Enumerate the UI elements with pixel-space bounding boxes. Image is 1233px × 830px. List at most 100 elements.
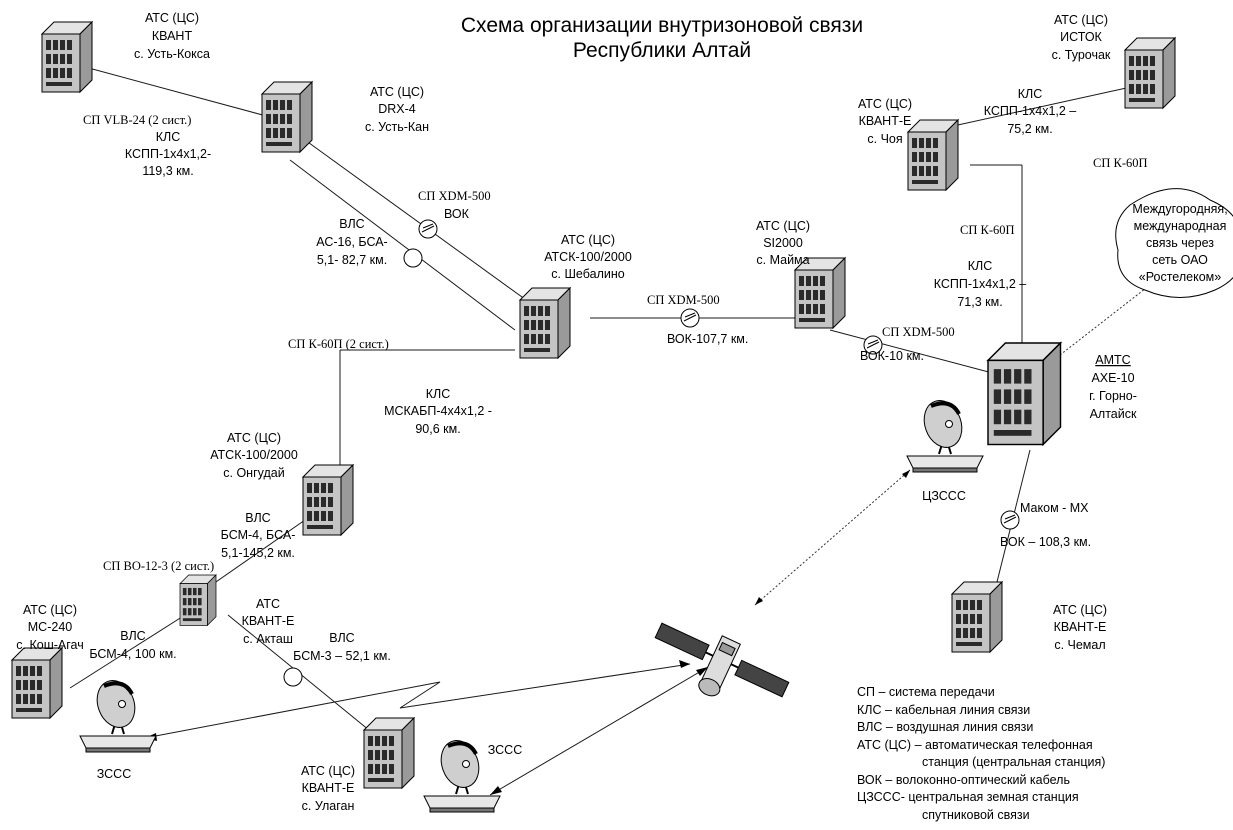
satellite-icon [654, 622, 790, 698]
link-label-kls-koksa-kan: КЛС КСПП-1х4х1,2- 119,3 км. [125, 130, 211, 178]
svg-text:КЛС: КЛС [156, 130, 181, 144]
svg-text:КВАНТ: КВАНТ [152, 29, 193, 43]
svg-text:КВАНТ-Е: КВАНТ-Е [1054, 620, 1107, 634]
svg-text:КВАНТ-Е: КВАНТ-Е [859, 114, 912, 128]
link-label-kls-turochak: КЛС КСПП-1х4х1,2 – 75,2 км. [984, 87, 1077, 136]
svg-text:КСПП-1х4х1,2 –: КСПП-1х4х1,2 – [934, 277, 1027, 291]
server-icon-chemal [951, 581, 1003, 653]
server-icon-ust-koksa [41, 21, 93, 93]
link-label-sp-k60p-rostelecom: СП К-60П [1093, 156, 1148, 170]
legend-item: станция (центральная станция) [922, 755, 1105, 769]
link-label-vok-108: ВОК – 108,3 км. [1000, 535, 1091, 549]
legend-item: КЛС – кабельная линия связи [857, 703, 1030, 717]
server-icon-turochak [1124, 37, 1176, 109]
svg-text:с. Чемал: с. Чемал [1054, 638, 1105, 652]
svg-text:ВЛС: ВЛС [339, 217, 364, 231]
dish-icon-kosh-agach [78, 673, 158, 754]
link-label-vls-aktash-ulagan: ВЛС БСМ-3 – 52,1 км. [293, 631, 391, 663]
legend-item: АТС (ЦС) – автоматическая телефонная [857, 738, 1093, 752]
link-label-vok-107: ВОК-107,7 км. [667, 332, 748, 346]
link-label-sp-vo12: СП ВО-12-3 (2 сист.) [103, 559, 214, 573]
svg-text:90,6 км.: 90,6 км. [415, 422, 460, 436]
server-icon-ust-kan [261, 81, 313, 153]
svg-text:ИСТОК: ИСТОК [1060, 30, 1102, 44]
svg-text:АТС (ЦС): АТС (ЦС) [145, 11, 199, 25]
link-label-kls-ongudai: КЛС МСКАБП-4х4х1,2 - 90,6 км. [384, 387, 492, 436]
svg-text:Междугородняя,: Междугородняя, [1132, 202, 1227, 216]
station-label-gorno-altaysk: АМТС АХЕ-10 г. Горно- Алтайск [1089, 353, 1137, 421]
svg-text:ВЛС: ВЛС [120, 629, 145, 643]
svg-text:АТС (ЦС): АТС (ЦС) [561, 233, 615, 247]
server-icon-gorno-altaysk [987, 342, 1062, 446]
svg-text:АТСК-100/2000: АТСК-100/2000 [544, 250, 632, 264]
svg-text:«Ростелеком»: «Ростелеком» [1139, 270, 1221, 284]
vok-marker [1000, 510, 1020, 530]
station-label-turochak: АТС (ЦС) ИСТОК с. Турочак [1052, 13, 1111, 62]
vls-marker [283, 667, 303, 687]
station-label-aktash: АТС КВАНТ-Е с. Акташ [242, 597, 295, 646]
legend-item: СП – система передачи [857, 685, 995, 699]
vok-marker [863, 335, 883, 355]
svg-text:АТС (ЦС): АТС (ЦС) [858, 97, 912, 111]
svg-text:МС-240: МС-240 [28, 620, 73, 634]
svg-text:КЛС: КЛС [1018, 87, 1043, 101]
server-icon-ongudai [302, 464, 354, 536]
link-label-vok-kan: ВОК [444, 207, 470, 221]
link-label-vls-aktash-kosh: ВЛС БСМ-4, 100 км. [89, 629, 176, 661]
svg-text:5,1-145,2 км.: 5,1-145,2 км. [221, 546, 295, 560]
earth-station-label-kosh-agach: ЗССС [97, 767, 132, 781]
link-label-vok-10: ВОК-10 км. [860, 349, 924, 363]
svg-text:с. Улаган: с. Улаган [302, 799, 355, 813]
svg-text:КЛС: КЛС [968, 259, 993, 273]
link-label-vls-ongudai-aktash: ВЛС БСМ-4, БСА- 5,1-145,2 км. [221, 511, 296, 560]
vok-marker [418, 219, 438, 239]
rostelecom-cloud [1115, 188, 1233, 298]
svg-text:АТС (ЦС): АТС (ЦС) [227, 431, 281, 445]
svg-text:сеть ОАО: сеть ОАО [1152, 253, 1208, 267]
svg-text:связь через: связь через [1146, 236, 1214, 250]
link-label-makom: Маком - МХ [1020, 501, 1089, 515]
svg-text:с. Акташ: с. Акташ [243, 632, 293, 646]
server-icon-shebalino [519, 287, 571, 359]
link-label-sp-xdm500-kan: СП XDM-500 [418, 189, 491, 203]
svg-text:АС-16, БСА-: АС-16, БСА- [316, 235, 387, 249]
station-label-ongudai: АТС (ЦС) АТСК-100/2000 с. Онгудай [210, 431, 298, 480]
server-icon-kosh-agach [11, 647, 63, 719]
svg-text:с. Чоя: с. Чоя [867, 132, 902, 146]
server-icon-ulagan [363, 717, 415, 789]
svg-text:КВАНТ-Е: КВАНТ-Е [302, 781, 355, 795]
svg-text:с. Шебалино: с. Шебалино [551, 267, 624, 281]
line-markers [283, 219, 1020, 687]
link-label-sp-vlb24: СП VLB-24 (2 сист.) [83, 113, 191, 127]
svg-text:ВЛС: ВЛС [329, 631, 354, 645]
station-label-kosh-agach: АТС (ЦС) МС-240 с. Кош-Агач [16, 603, 83, 652]
svg-text:119,3 км.: 119,3 км. [142, 164, 193, 178]
legend-item: ЦЗССС- центральная земная станция [857, 790, 1079, 804]
svg-text:с. Усть-Кокса: с. Усть-Кокса [134, 47, 210, 61]
diagram-title-line-1: Схема организации внутризоновой связи [461, 14, 863, 37]
earth-station-label-central: ЦЗССС [922, 489, 966, 503]
svg-text:ВЛС: ВЛС [245, 511, 270, 525]
svg-text:DRX-4: DRX-4 [378, 102, 416, 116]
svg-text:МСКАБП-4х4х1,2 -: МСКАБП-4х4х1,2 - [384, 404, 492, 418]
svg-text:АХЕ-10: АХЕ-10 [1091, 371, 1134, 385]
svg-text:Алтайск: Алтайск [1090, 407, 1137, 421]
legend-item: ВОК – волоконно-оптический кабель [857, 773, 1070, 787]
svg-text:71,3 км.: 71,3 км. [957, 295, 1002, 309]
station-label-mayma: АТС (ЦС) SI2000 с. Майма [756, 219, 810, 267]
link-label-sp-xdm500-mayma: СП XDM-500 [647, 293, 720, 307]
server-icon-choya [907, 119, 959, 191]
station-icons [11, 21, 1176, 789]
link-label-sp-xdm500-amts: СП XDM-500 [882, 325, 955, 339]
svg-text:SI2000: SI2000 [763, 236, 803, 250]
svg-text:БСМ-4, БСА-: БСМ-4, БСА- [221, 528, 296, 542]
vok-marker [680, 308, 700, 328]
rostelecom-label: Междугородняя, международная связь через… [1132, 202, 1227, 284]
svg-text:БСМ-3 – 52,1 км.: БСМ-3 – 52,1 км. [293, 649, 391, 663]
station-label-ust-koksa: АТС (ЦС) КВАНТ с. Усть-Кокса [134, 11, 210, 61]
svg-text:БСМ-4, 100 км.: БСМ-4, 100 км. [89, 647, 176, 661]
server-icon-mayma [794, 257, 846, 329]
station-label-choya: АТС (ЦС) КВАНТ-Е с. Чоя [858, 97, 912, 146]
legend-item: спутниковой связи [922, 808, 1030, 822]
